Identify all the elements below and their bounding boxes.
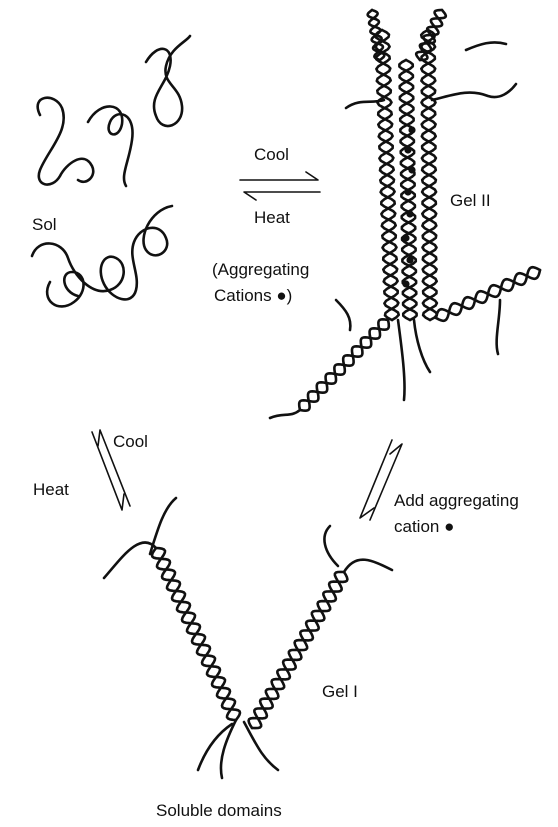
cation-dot-1: [408, 126, 415, 133]
gel1-strand-left-tail-b: [150, 498, 176, 554]
gel-ii-aggregate: [270, 10, 540, 418]
cation-dot-8: [402, 280, 409, 287]
gel1-helix-left-strand-2: [156, 548, 236, 720]
add-cation-label-1: Add aggregating: [394, 490, 519, 511]
gel2-strand-lower-right: [497, 300, 500, 354]
gel2-strand-lower-left-tail: [270, 410, 300, 418]
cation-dot-7: [406, 256, 413, 263]
cation-dot-2: [404, 146, 411, 153]
sol-random-coils: [32, 36, 190, 306]
cation-dot-4: [404, 188, 411, 195]
gel-ii-label: Gel II: [450, 190, 491, 211]
gel2-strand-bottom-a: [398, 320, 405, 400]
gel1-soluble-a: [221, 720, 236, 778]
aggregating-cations-label-1: (Aggregating: [212, 259, 309, 280]
gel2-strand-bottom-b: [414, 320, 430, 372]
gel2-helix-lower-right-strand-2: [436, 270, 540, 318]
add-cation-label-2: cation ●: [394, 516, 454, 537]
cool-label-left: Cool: [113, 431, 148, 452]
heat-label-left: Heat: [33, 479, 69, 500]
cation-dot-3: [408, 166, 415, 173]
gel2-strand-lower-left-upper: [336, 300, 350, 330]
soluble-domains-label: Soluble domains: [156, 800, 282, 821]
cation-dot-5: [406, 210, 413, 217]
gel2-helix-lower-left-strand-2: [299, 320, 389, 410]
gel2-strand-upper-right: [432, 84, 516, 100]
cool-label-top: Cool: [254, 144, 289, 165]
cool-heat-arrows-top: [240, 172, 320, 200]
gel2-strand-top-right: [466, 42, 506, 50]
sol-coil-2: [88, 106, 133, 186]
gel1-soluble-c: [198, 724, 232, 770]
gel1-soluble-b: [244, 722, 278, 770]
sol-label: Sol: [32, 214, 57, 235]
gel1-helix-right-strand-2: [249, 572, 348, 728]
cation-dot-6: [402, 234, 409, 241]
gel1-strand-right-tail-a: [344, 560, 392, 572]
gel-i-label: Gel I: [322, 681, 358, 702]
sol-coil-1: [38, 98, 94, 185]
aggregating-cations-label-2: Cations ●): [214, 285, 292, 306]
heat-label-top: Heat: [254, 207, 290, 228]
gel-i-helices: [104, 498, 392, 778]
gel1-strand-left-tail-a: [104, 542, 156, 578]
gel1-strand-right-tail-b: [324, 526, 338, 566]
sol-coil-3: [146, 36, 190, 126]
